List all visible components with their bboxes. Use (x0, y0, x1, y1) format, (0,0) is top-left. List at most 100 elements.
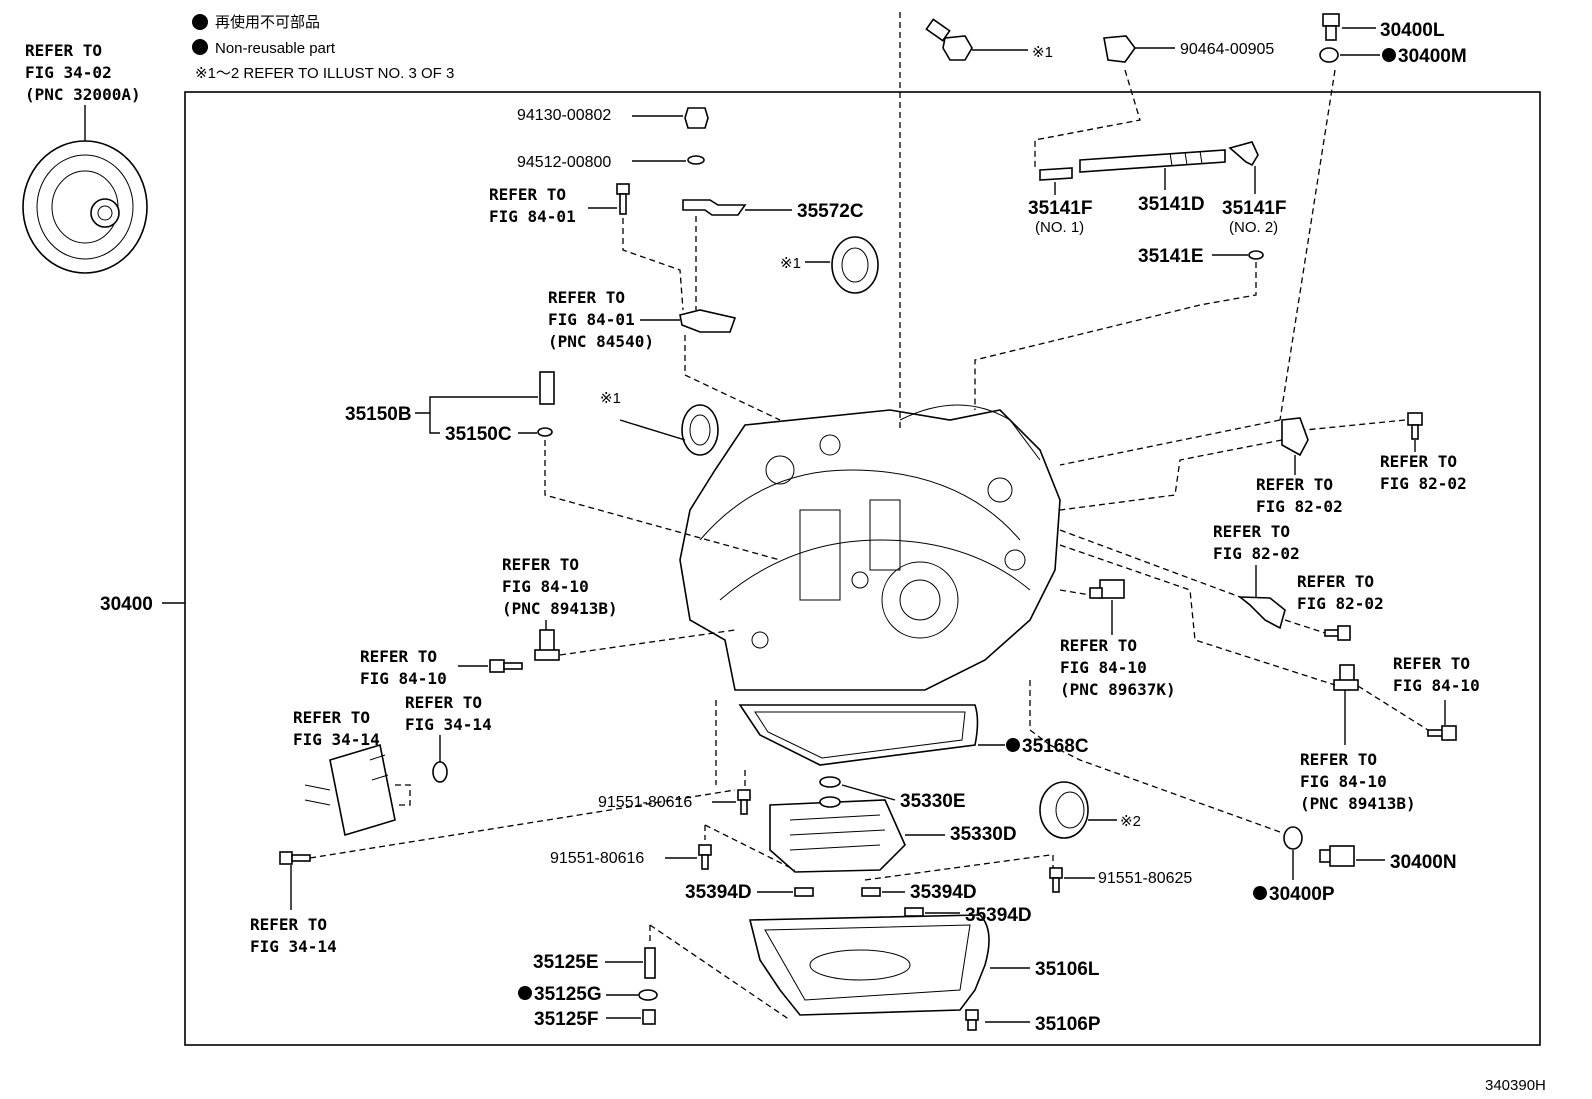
label-35141e: 35141E (1138, 246, 1204, 267)
label-35125f: 35125F (534, 1009, 598, 1030)
refer-label: FIG 82-02 (1297, 594, 1384, 613)
shaft-35141d[interactable] (1079, 149, 1226, 173)
refer-8401-b[interactable]: REFER TO FIG 84-01 (PNC 84540) (548, 288, 654, 351)
label-35330d: 35330D (950, 824, 1017, 845)
label-30400l: 30400L (1380, 20, 1445, 41)
refer-8410-b[interactable]: REFER TO FIG 84-10 (360, 647, 447, 688)
refer-8410-e[interactable]: REFER TO FIG 84-10 (PNC 89413B) (1300, 750, 1416, 813)
speed-sensor-right[interactable] (1333, 664, 1359, 691)
refer-label: REFER TO (293, 708, 370, 727)
refer-label: (PNC 89413B) (502, 599, 618, 618)
bolt-right-lower[interactable] (1324, 625, 1351, 641)
refer-3414-c[interactable]: REFER TO FIG 34-14 (250, 915, 337, 956)
bearing-mark1[interactable] (831, 236, 879, 294)
oil-cooler[interactable] (304, 743, 448, 837)
refer-8202-a[interactable]: REFER TO FIG 82-02 (1256, 475, 1343, 516)
refer-label: FIG 84-10 (1300, 772, 1387, 791)
refer-label: FIG 84-01 (489, 207, 576, 226)
label-35125e: 35125E (533, 952, 599, 973)
valve-body-cover[interactable] (738, 704, 979, 766)
label-30400m: 30400M (1398, 46, 1467, 67)
plug-35125f[interactable] (642, 1009, 656, 1025)
bolt-8401[interactable] (616, 183, 630, 215)
bolt-91551-80616-b[interactable] (698, 844, 712, 870)
label-91551-80625: 91551-80625 (1098, 870, 1192, 887)
fitting-35141f-2[interactable] (1228, 141, 1259, 167)
refer-label: FIG 84-01 (548, 310, 635, 329)
oil-seal-mark2[interactable] (1039, 781, 1089, 839)
plate-35394d[interactable] (904, 907, 924, 917)
refer-label: FIG 82-02 (1380, 474, 1467, 493)
legend-en: Non-reusable part (215, 40, 336, 57)
label-35141f-1: 35141F (1028, 198, 1092, 219)
bolt-91551-80616-a[interactable] (737, 789, 751, 815)
washer-30400m[interactable] (1319, 47, 1339, 63)
refer-label: REFER TO (548, 288, 625, 307)
oil-seal-left[interactable] (681, 404, 719, 456)
diagram-frame (184, 91, 1541, 1046)
label-35141f-1-sub: (NO. 1) (1035, 219, 1084, 236)
mark-2: ※2 (1120, 813, 1141, 830)
oil-strainer[interactable] (769, 796, 906, 873)
refer-label: REFER TO (405, 693, 482, 712)
refer-3414-b[interactable]: REFER TO FIG 34-14 (405, 693, 492, 734)
o-ring-35150c[interactable] (537, 427, 553, 437)
o-ring-35330e[interactable] (819, 776, 841, 788)
bracket-35572c[interactable] (682, 199, 747, 216)
refer-label: REFER TO (1380, 452, 1457, 471)
o-ring-35141e[interactable] (1248, 250, 1264, 260)
gasket-35125g[interactable] (638, 989, 658, 1001)
bolt-cooler[interactable] (279, 851, 311, 865)
label-35168c: 35168C (1022, 736, 1089, 757)
refer-8410-c[interactable]: REFER TO FIG 84-10 (PNC 89637K) (1060, 636, 1176, 699)
drain-plug[interactable] (965, 1009, 979, 1031)
refer-label: REFER TO (502, 555, 579, 574)
refer-label: FIG 34-14 (293, 730, 380, 749)
speed-sensor-89637k[interactable] (1089, 579, 1125, 599)
plug-30400n[interactable] (1319, 845, 1355, 867)
gasket-30400p[interactable] (1283, 826, 1303, 850)
bolt-30400l[interactable] (1322, 13, 1340, 41)
bracket-right-lower[interactable] (1237, 596, 1286, 630)
refer-label: FIG 82-02 (1213, 544, 1300, 563)
refer-8202-b[interactable]: REFER TO FIG 82-02 (1380, 452, 1467, 493)
refer-label: REFER TO (1060, 636, 1137, 655)
nut-94130[interactable] (684, 107, 709, 129)
refer-label: (PNC 89413B) (1300, 794, 1416, 813)
label-91551-80616-b: 91551-80616 (550, 850, 644, 867)
speed-sensor-left[interactable] (489, 629, 560, 673)
refer-8202-d[interactable]: REFER TO FIG 82-02 (1297, 572, 1384, 613)
overflow-tube[interactable] (644, 947, 656, 979)
refer-label: (PNC 32000A) (25, 85, 141, 104)
plate-35394d[interactable] (861, 887, 881, 897)
refer-8410-d[interactable]: REFER TO FIG 84-10 (1393, 654, 1480, 695)
legend-refer: ※1～2 REFER TO ILLUST NO. 3 OF 3 (195, 65, 454, 82)
label-35141f-2-sub: (NO. 2) (1229, 219, 1278, 236)
clip-90464[interactable] (1103, 35, 1136, 63)
bracket-right-upper[interactable] (1281, 417, 1309, 457)
sensor-35150b[interactable] (539, 371, 555, 405)
fitting-35141f-1[interactable] (1039, 167, 1073, 181)
label-35141f-2: 35141F (1222, 198, 1286, 219)
torque-converter[interactable]: REFER TO FIG 34-02 (PNC 32000A) (22, 41, 148, 274)
bolt-91551-80625[interactable] (1049, 867, 1063, 893)
label-35394d-c: 35394D (965, 905, 1032, 926)
transaxle-case[interactable] (679, 404, 1061, 691)
bolt-right-upper[interactable] (1407, 412, 1423, 440)
refer-label: REFER TO (489, 185, 566, 204)
refer-label: REFER TO (25, 41, 102, 60)
refer-8202-c[interactable]: REFER TO FIG 82-02 (1213, 522, 1300, 563)
plate-35394d[interactable] (794, 887, 814, 897)
label-35150c: 35150C (445, 424, 512, 445)
refer-label: REFER TO (1297, 572, 1374, 591)
bolt-mark1[interactable] (925, 18, 973, 61)
oil-pan[interactable] (748, 914, 990, 1016)
bolt-8410-right[interactable] (1427, 725, 1457, 741)
illustration-number: 340390H (1485, 1077, 1546, 1094)
label-35150b: 35150B (345, 404, 412, 425)
neutral-switch[interactable] (679, 309, 737, 333)
refer-3414-a[interactable]: REFER TO FIG 34-14 (293, 708, 380, 749)
washer-94512[interactable] (687, 155, 705, 165)
refer-8401-a[interactable]: REFER TO FIG 84-01 (489, 185, 576, 226)
refer-8410-a[interactable]: REFER TO FIG 84-10 (PNC 89413B) (502, 555, 618, 618)
